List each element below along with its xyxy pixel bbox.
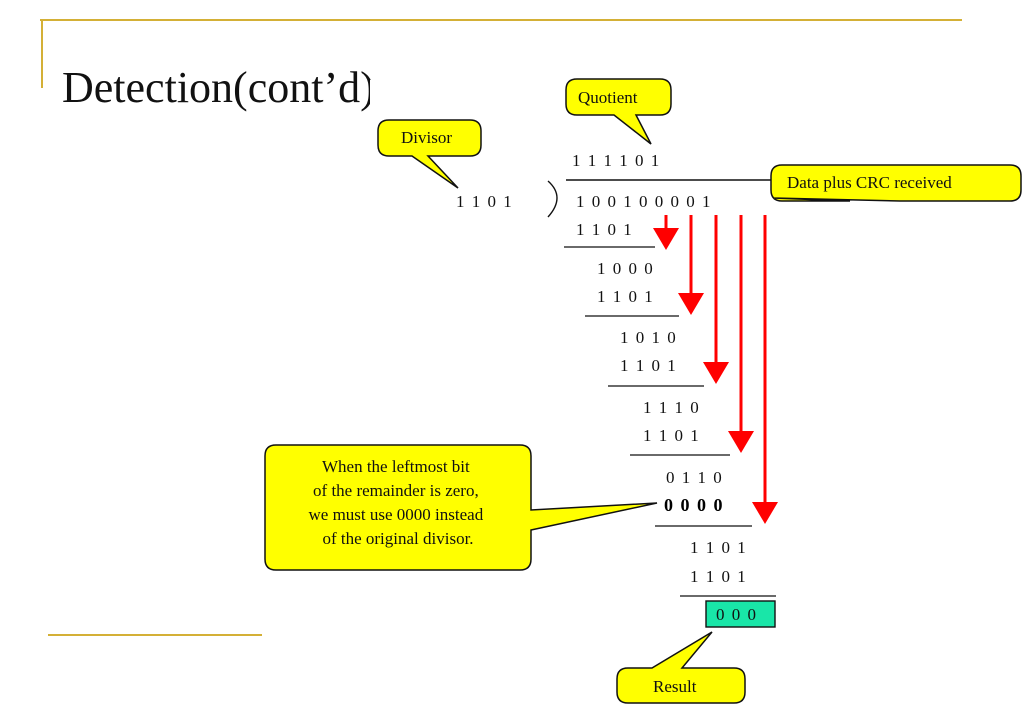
step-4-remainder: 0 1 1 0 [666, 468, 723, 487]
note-callout-text: When the leftmost bit of the remainder i… [309, 457, 488, 548]
bring-down-arrow-4 [728, 215, 754, 453]
step-1-subtract: 1 1 0 1 [576, 220, 633, 239]
quotient-digits: 1 1 1 1 0 1 [572, 151, 661, 170]
divisor-callout: Divisor [377, 119, 482, 189]
step-2-remainder: 1 0 1 0 [620, 328, 677, 347]
result-digits: 0 0 0 [716, 605, 758, 624]
bring-down-arrow-5 [752, 215, 778, 524]
quotient-callout: Quotient [565, 78, 672, 145]
bring-down-arrow-2 [678, 215, 704, 315]
step-1-remainder: 1 0 0 0 [597, 259, 654, 278]
quotient-callout-text: Quotient [578, 88, 638, 107]
step-3-remainder: 1 1 1 0 [643, 398, 700, 417]
step-6-subtract: 1 1 0 1 [690, 567, 747, 586]
step-5-remainder: 1 1 0 1 [690, 538, 747, 557]
result-callout-text: Result [653, 677, 697, 696]
note-line-1: When the leftmost bit [322, 457, 470, 476]
data-crc-callout: Data plus CRC received [770, 164, 1022, 202]
bring-down-arrows [653, 215, 778, 524]
slide-title: Detection(cont’d) [62, 63, 375, 112]
note-callout: When the leftmost bit of the remainder i… [264, 444, 658, 571]
step-5-subtract-zero: 0 0 0 0 [664, 495, 724, 515]
step-2-subtract: 1 1 0 1 [597, 287, 654, 306]
dividend-digits: 1 0 0 1 0 0 0 0 1 [576, 192, 712, 211]
note-line-4: of the original divisor. [322, 529, 473, 548]
bring-down-arrow-1 [653, 215, 679, 250]
result-callout: Result [616, 631, 746, 704]
result-box [705, 600, 776, 628]
step-4-subtract: 1 1 0 1 [643, 426, 700, 445]
divisor-digits: 1 1 0 1 [456, 192, 513, 211]
divisor-callout-text: Divisor [401, 128, 452, 147]
note-line-2: of the remainder is zero, [313, 481, 479, 500]
step-3-subtract: 1 1 0 1 [620, 356, 677, 375]
data-crc-callout-text: Data plus CRC received [787, 173, 952, 192]
bring-down-arrow-3 [703, 215, 729, 384]
title-clip-mask [370, 80, 490, 110]
division-bracket [547, 180, 558, 218]
note-line-3: we must use 0000 instead [309, 505, 484, 524]
